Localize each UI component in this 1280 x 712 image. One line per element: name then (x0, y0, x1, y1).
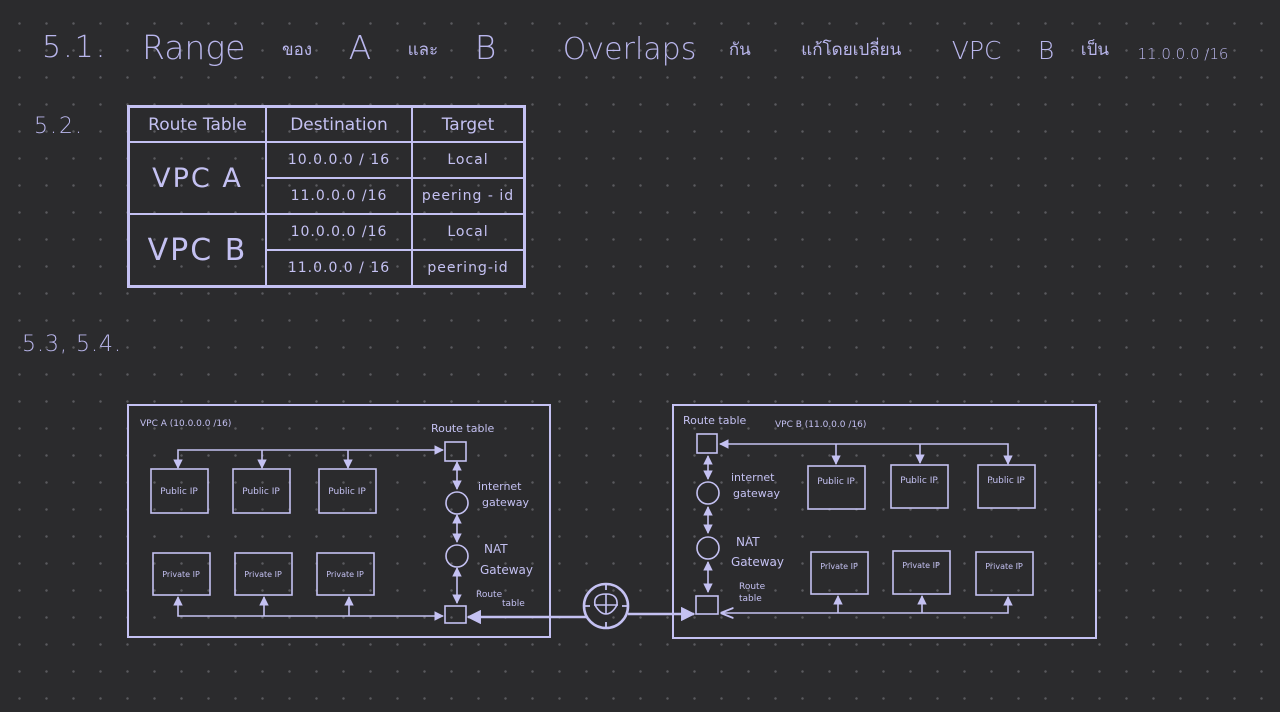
vpc-a-private-ip-box (234, 552, 293, 596)
vpc-b-public-ip-label: Public IP (900, 476, 938, 486)
route-table-header-row: Route Table Destination Target (127, 105, 526, 143)
section-number-5-2: 5.2. (34, 114, 84, 139)
vpc-b-route-table-top-label: Route table (683, 414, 747, 427)
vpc-b-private-ip-label: Private IP (902, 561, 940, 570)
group-vpc-b: VPC B (127, 213, 267, 288)
vpc-b-nat-gateway-label: NAT Gateway (731, 535, 784, 569)
vpc-a-internet-gateway-label: internet gateway (478, 480, 530, 509)
nat-gateway-label-line: Gateway (480, 563, 533, 577)
internet-gateway-label-line: gateway (733, 487, 781, 500)
vpc-b-public-ip-box (890, 464, 949, 509)
vpc-a-internet-gateway-icon (445, 491, 469, 515)
vpc-a-route-table-bottom-label: Route table (476, 590, 525, 609)
vpc-a-label: VPC A (10.0.0.0 /16) (140, 419, 231, 429)
section-number-5-1: 5.1. (42, 30, 108, 65)
destination-cell: 10.0.0.0 / 16 (265, 141, 413, 179)
group-vpc-a: VPC A (127, 141, 267, 215)
word-new-cidr: 11.0.0.0 /16 (1137, 45, 1229, 63)
table-row: VPC A 10.0.0.0 / 16 Local (127, 141, 526, 215)
nat-gateway-label-line: Gateway (731, 555, 784, 569)
destination-cell: 10.0.0.0 /16 (265, 213, 413, 251)
vpc-b-private-ip-box (892, 550, 951, 595)
vpc-a-public-ip-label: Public IP (242, 487, 280, 497)
vpc-b-route-table-bottom (695, 595, 719, 615)
internet-gateway-label-line: internet (478, 480, 522, 493)
header-target: Target (411, 105, 526, 143)
word-of: ของ (281, 40, 313, 60)
vpc-a-route-table-bottom (444, 605, 467, 624)
vpc-a-public-ip-label: Public IP (328, 487, 366, 497)
vpc-b-public-ip-label: Public IP (987, 476, 1025, 486)
word-fix-by-changing: แก้โดยเปลี่ยน (801, 40, 902, 60)
route-table: Route Table Destination Target VPC A 10.… (127, 105, 526, 288)
vpc-a-box (127, 404, 551, 638)
table-row: 11.0.0.0 /16 peering - id (129, 177, 526, 215)
word-vpc: VPC (951, 36, 1002, 65)
nat-gateway-label-line: NAT (484, 542, 508, 556)
table-row: VPC B 10.0.0.0 /16 Local (127, 213, 526, 288)
overlap-note: Range ของ A และ B Overlaps กัน แก้โดยเปล… (142, 28, 1228, 67)
vpc-a-public-ip-label: Public IP (160, 487, 198, 497)
vpc-b-internet-gateway-label: internet gateway (731, 471, 781, 500)
vpc-a-private-ip-box (316, 552, 375, 596)
word-range: Range (142, 28, 246, 67)
vpc-b-private-ip-box (810, 551, 869, 595)
route-table-label-line: table (502, 599, 525, 609)
internet-gateway-label-line: internet (731, 471, 775, 484)
vpc-a-private-ip-label: Private IP (326, 570, 364, 579)
vpc-a-nat-gateway-icon (445, 544, 469, 568)
route-table-label-line: table (739, 594, 762, 604)
vpc-b-box (672, 404, 1097, 639)
header-destination: Destination (265, 105, 413, 143)
vpc-a-public-ip-box (150, 468, 209, 514)
vpc-b-private-ip-label: Private IP (820, 562, 858, 571)
vpc-b-public-ip-box (807, 465, 866, 510)
target-cell: peering - id (411, 177, 526, 215)
vpc-b-internet-gateway-icon (696, 481, 720, 505)
word-together: กัน (728, 40, 751, 60)
vpc-b-public-ip-label: Public IP (817, 477, 855, 487)
vpc-a-public-ip-box (318, 468, 377, 514)
vpc-b-private-ip-box (975, 551, 1034, 596)
vpc-a-public-ip-box (232, 468, 291, 514)
vpc-a-nat-gateway-label: NAT Gateway (480, 542, 533, 577)
vpc-a-route-table-top-label: Route table (431, 422, 495, 435)
route-table-label-line: Route (739, 582, 766, 592)
internet-gateway-label-line: gateway (482, 496, 530, 509)
word-overlaps: Overlaps (562, 32, 697, 67)
target-cell: peering-id (411, 249, 526, 288)
vpc-b-route-table-top (696, 433, 718, 454)
destination-cell: 11.0.0.0 / 16 (265, 249, 413, 288)
section-number-5-3: 5.3, 5.4. (22, 332, 122, 357)
word-a: A (348, 28, 372, 67)
vpc-b-route-table-bottom-label: Route table (739, 582, 768, 604)
vpc-b-label: VPC B (11.0.0.0 /16) (775, 420, 866, 430)
word-to-be: เป็น (1080, 40, 1110, 60)
route-table-label-line: Route (476, 590, 503, 600)
target-cell: Local (411, 141, 526, 179)
table-row: 11.0.0.0 / 16 peering-id (129, 249, 526, 288)
vpc-a-private-ip-label: Private IP (244, 570, 282, 579)
vpc-b-public-ip-box (977, 464, 1036, 509)
vpc-a-route-table-top (444, 441, 467, 462)
word-b2: B (1037, 36, 1055, 65)
vpc-b-nat-gateway-icon (696, 536, 720, 560)
target-cell: Local (411, 213, 526, 251)
vpc-a-private-ip-label: Private IP (162, 570, 200, 579)
header-route-table: Route Table (127, 105, 267, 143)
word-and: และ (407, 40, 439, 60)
nat-gateway-label-line: NAT (736, 535, 760, 549)
destination-cell: 11.0.0.0 /16 (265, 177, 413, 215)
word-b: B (474, 28, 497, 67)
vpc-b-private-ip-label: Private IP (985, 562, 1023, 571)
vpc-a-private-ip-box (152, 552, 211, 596)
